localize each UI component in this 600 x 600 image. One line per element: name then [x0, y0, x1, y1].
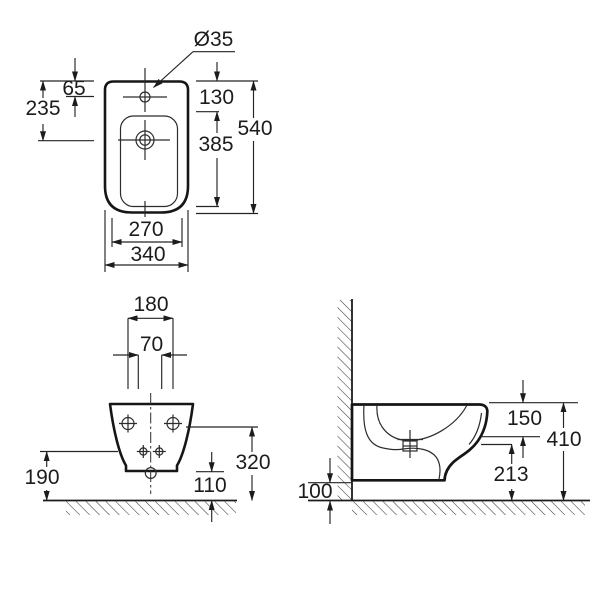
dim-label-floor-to-outlet: 110 — [193, 474, 226, 497]
dim-label-base-clearance: 100 — [297, 480, 332, 503]
side-view-floor-hatch — [352, 501, 585, 515]
side-view: 100 150 213 410 — [297, 299, 590, 524]
dim-label-basin-length: 385 — [198, 133, 233, 156]
top-view-outline — [103, 80, 190, 214]
faucet-hole — [123, 91, 167, 103]
dim-label-hole-dia: Ø35 — [194, 28, 234, 51]
dim-label-spout-height: 213 — [493, 463, 528, 486]
dim-label-inlet-spacing: 70 — [140, 333, 163, 356]
top-view-right-dims: 130 385 540 — [196, 62, 273, 215]
top-view-bottom-dims: 270 340 — [104, 210, 189, 272]
dim-label-overall-length: 540 — [237, 117, 272, 140]
wall-hatch — [337, 300, 352, 501]
spray-drain — [118, 120, 170, 160]
inlet-holes — [136, 445, 166, 458]
side-view-interior — [363, 404, 483, 481]
dim-label-floor-to-bolts: 320 — [235, 451, 270, 474]
top-view-basin — [119, 115, 179, 208]
dim-label-depth-to-spout: 150 — [507, 407, 542, 430]
back-view-right-dims: 320 110 — [186, 426, 271, 522]
diameter-leader: Ø35 — [153, 28, 235, 88]
bolt-holes — [119, 414, 182, 433]
dim-label-overall-width: 340 — [130, 243, 165, 266]
back-view-floor-hatch — [66, 501, 236, 515]
dim-label-bolt-spacing: 180 — [133, 293, 168, 316]
back-view-top-dims: 180 70 — [113, 293, 187, 389]
dim-label-edge-to-drain: 235 — [25, 97, 60, 120]
dim-label-basin-width: 270 — [128, 218, 163, 241]
back-view-left-dim: 190 — [24, 450, 118, 501]
top-view: Ø35 65 235 130 385 540 — [25, 28, 273, 272]
outlet-hole — [144, 467, 157, 480]
top-view-left-dims: 65 235 — [25, 58, 94, 142]
dim-label-overall-height: 410 — [546, 428, 581, 451]
side-view-outline — [350, 403, 489, 482]
side-view-right-dims: 150 213 410 — [481, 380, 582, 501]
side-view-left-dim: 100 — [297, 458, 352, 524]
dim-label-edge-to-faucet: 65 — [62, 77, 85, 100]
back-view-outline — [108, 402, 195, 473]
dim-label-edge-to-basin: 130 — [199, 86, 234, 109]
dim-label-floor-to-inlets: 190 — [24, 466, 59, 489]
back-view: 180 70 190 320 110 — [24, 293, 271, 522]
